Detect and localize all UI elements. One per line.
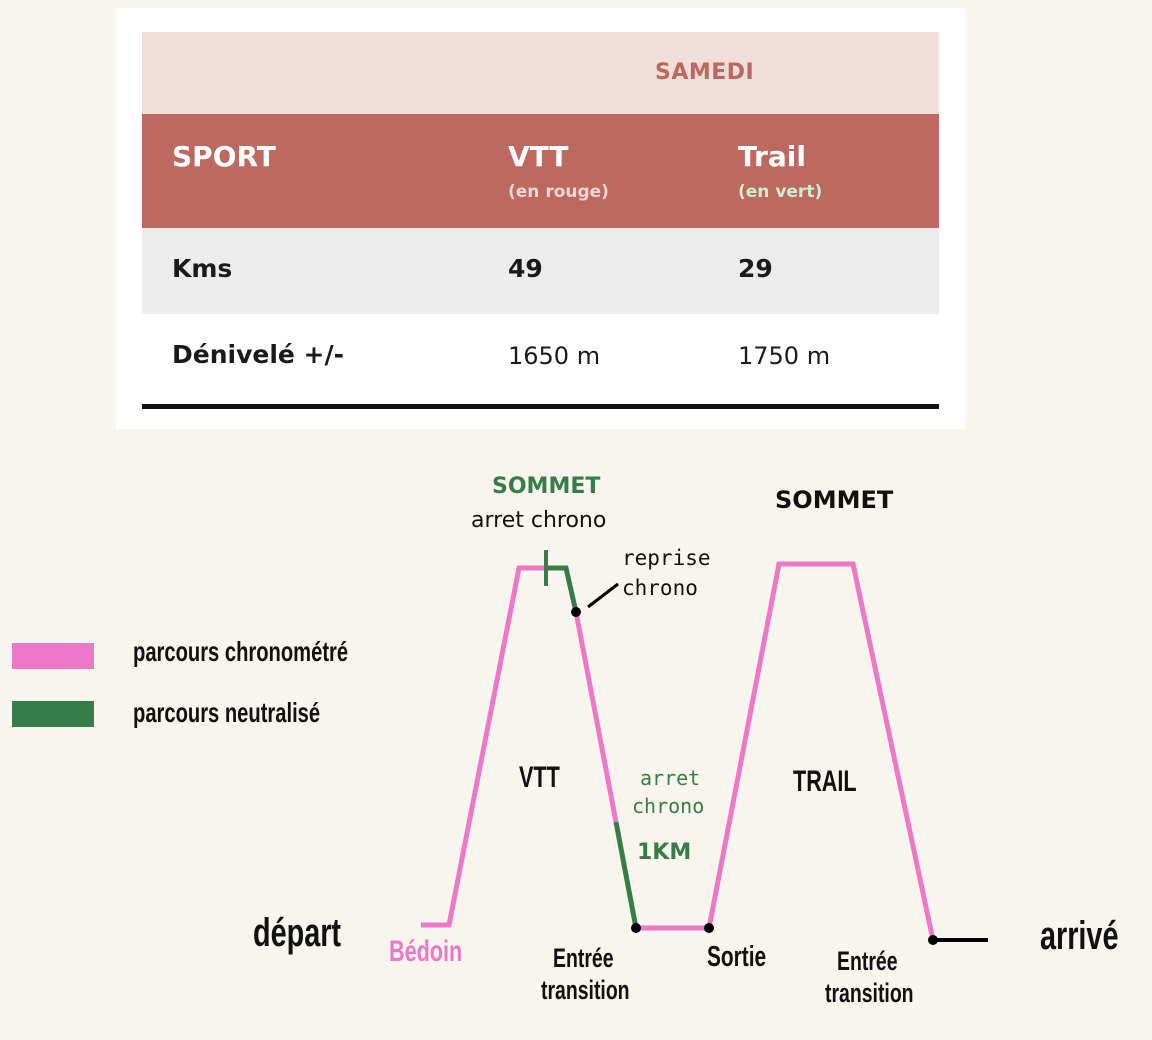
col-vtt-note: (en rouge) [508,182,609,202]
one-km-label: 1KM [637,840,692,865]
vtt-section-label: VTT [519,761,560,794]
legend-timed-swatch [12,643,94,669]
vtt-climb-line [421,565,546,928]
trail-section-label: TRAIL [793,765,857,798]
vtt-value: 1650 m [508,342,601,370]
col-vtt-header: VTT [508,140,569,173]
trail-value: 29 [738,254,773,283]
trail-value: 1750 m [738,342,831,370]
bedoin-label: Bédoin [389,935,463,968]
trail-line [636,561,936,941]
reprise-dot [571,607,581,617]
row-label: Dénivelé +/- [172,340,345,369]
col-trail-header: Trail [738,140,806,173]
sortie-label: Sortie [707,941,767,973]
legend-neutral-swatch [12,701,94,727]
day-header-row: SAMEDI [142,32,939,114]
race-summary-table: SAMEDI SPORT VTT (en rouge) Trail (en ve… [142,32,939,409]
depart-label: départ [253,911,342,955]
arret-label: arret [640,766,701,790]
table-bottom-rule [142,404,939,409]
entree-transition-dot [631,923,641,933]
col-trail-note: (en vert) [738,182,823,202]
vtt-value: 49 [508,254,543,283]
vtt-descent-line [573,611,619,823]
entree-transition-1-label: Entrée [553,943,614,973]
row-label: Kms [172,254,233,283]
entree-transition-1-sub: transition [541,975,630,1005]
entree-transition-2-sub: transition [825,978,914,1008]
arret-chrono-label: chrono [632,794,705,818]
vtt-summit-neutral-line [546,565,579,613]
column-header-row: SPORT VTT (en rouge) Trail (en vert) [142,114,939,228]
legend-neutral-label: parcours neutralisé [133,697,321,728]
arrive-dot [928,935,938,945]
col-sport-header: SPORT [172,140,276,173]
reprise-chrono-label: chrono [622,576,698,600]
entree-transition-2-label: Entrée [837,946,898,976]
day-header: SAMEDI [655,60,755,85]
legend-timed-label: parcours chronométré [133,636,349,667]
arrive-label: arrivé [1040,914,1119,958]
sortie-dot [704,923,714,933]
vtt-neutral-km-line [613,821,639,929]
sommet-vtt-label: SOMMET [492,474,601,499]
sommet-trail-label: SOMMET [775,486,894,514]
table-row: Dénivelé +/- 1650 m 1750 m [142,314,939,402]
race-summary-card: SAMEDI SPORT VTT (en rouge) Trail (en ve… [116,8,965,429]
reprise-pointer [587,582,619,609]
reprise-label: reprise [622,546,711,570]
arret-chrono-top-label: arret chrono [471,508,607,533]
table-row: Kms 49 29 [142,228,939,314]
